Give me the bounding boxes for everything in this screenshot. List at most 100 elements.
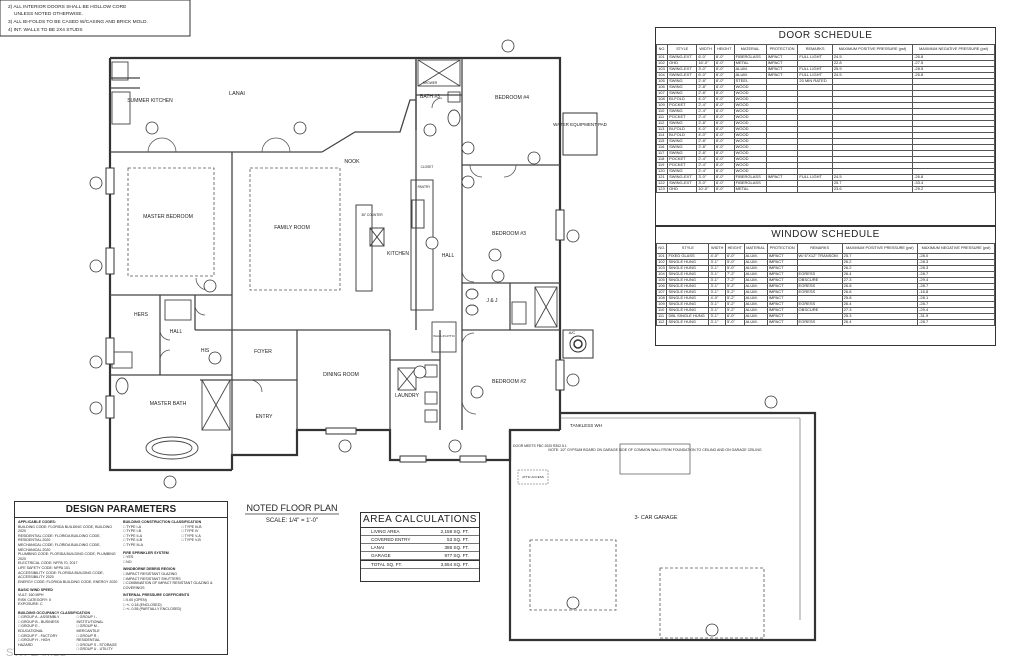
room-label-garage: 3- CAR GARAGE — [634, 515, 677, 521]
parameter-item: □ GROUP A - ASSEMBLY — [18, 615, 60, 620]
room-label-foyer: FOYER — [254, 349, 272, 355]
parameter-item: □ TYPE V-B — [181, 538, 201, 543]
room-label-summer-kitchen: SUMMER KITCHEN — [127, 98, 173, 104]
schedule-header-cell: PROTECTION — [766, 243, 798, 254]
room-label-family-room: FAMILY ROOM — [274, 225, 310, 231]
parameter-item: □ GROUP E - EDUCATIONAL — [18, 624, 44, 634]
wind-heading: BASIC WIND SPEED — [18, 588, 53, 593]
parameter-item: □ 0.00 (OPEN) — [123, 597, 147, 602]
parameter-item: □ +/- 0.55 (PARTIALLY ENCLOSED) — [123, 607, 182, 612]
room-label-hall: HALL — [442, 253, 455, 259]
room-label-bedroom-2: BEDROOM #2 — [492, 379, 526, 385]
schedule-header-cell: MAXIMUM NEGATIVE PRESSURE (psf) — [917, 243, 995, 254]
room-label-hers: HERS — [134, 312, 149, 318]
parameter-item: □ GROUP B - BUSINESS — [18, 619, 60, 624]
parameter-item: □ GROUP U - UTILITY — [76, 647, 113, 652]
schedule-cell: 3'-1" — [708, 319, 726, 326]
schedule-header-cell: REMARKS — [796, 243, 843, 254]
room-label-master-bedroom: MASTER BEDROOM — [143, 214, 193, 220]
garage-details: NOTE: 1/2" GYPSUM BOARD ON GARAGE SIDE O… — [433, 334, 801, 620]
area-label: LIVING AREA — [371, 529, 400, 534]
schedule-cell: IMPACT — [766, 319, 798, 326]
interior-walls — [110, 58, 560, 455]
parameter-item: ENERGY CODE: FLORIDA BUILDING CODE, ENER… — [18, 579, 118, 584]
parameter-item: RISK CATEGORY: II — [18, 597, 52, 602]
parameter-item: PLUMBING CODE: FLORIDA BUILDING CODE, PL… — [18, 552, 116, 561]
schedule-cell: OHD — [667, 186, 698, 193]
parameter-item: □ GROUP R - RESIDENTIAL — [76, 633, 101, 643]
area-value: 977 SQ. FT. — [444, 553, 469, 558]
schedule-header-cell: REMARKS — [797, 44, 833, 55]
schedule-cell — [797, 186, 833, 193]
general-note-line: 2) ALL INTERIOR DOORS SHALL BE HOLLOW CO… — [8, 4, 126, 10]
schedule-header-cell: PROTECTION — [765, 44, 799, 55]
schedule-cell: 10'-0" — [696, 186, 715, 193]
room-label-master-bath: MASTER BATH — [150, 401, 187, 407]
area-label: TOTAL SQ. FT. — [371, 562, 403, 567]
water-equipment-label: WATER EQUIPMENT PAD — [553, 122, 608, 127]
schedule-header-cell: STYLE — [666, 243, 710, 254]
design-parameters-left-column: APPLICABLE CODES: BUILDING CODE: FLORIDA… — [18, 520, 119, 652]
room-labels: LANAI SUMMER KITCHEN MASTER BEDROOM FAMI… — [127, 81, 678, 521]
room-label-bath-3: BATH #3 — [420, 94, 440, 100]
label-closet: CLOSET — [421, 165, 434, 169]
label-shower: SHOWER — [423, 81, 438, 85]
parameter-item: □ TYPE III-B — [181, 524, 202, 529]
schedule-header-cell: HEIGHT — [724, 243, 745, 254]
plan-scale: SCALE: 1/4" = 1'-0" — [266, 518, 318, 524]
schedule-cell: 8'-0" — [713, 186, 735, 193]
schedule-cell: -28.7 — [917, 319, 995, 326]
door-schedule-title: DOOR SCHEDULE — [778, 30, 873, 41]
schedule-cell — [765, 186, 799, 193]
parameter-item: ACCESSIBILITY CODE: FLORIDA BUILDING COD… — [18, 570, 104, 580]
schedule-header-cell: NO. — [655, 44, 669, 55]
schedule-header-cell: MAXIMUM NEGATIVE PRESSURE (psf) — [912, 44, 995, 55]
pressure-heading: INTERNAL PRESSURE COEFFICIENTS — [123, 593, 190, 598]
schedule-cell: 112 — [655, 319, 668, 326]
walk-in-attic-label: WALK-IN ATTIC — [433, 334, 455, 338]
general-note-line: 3) ALL BI-FOLDS TO BE CASED W/CASING AND… — [8, 19, 148, 25]
schedule-header-cell: WIDTH — [696, 44, 715, 55]
area-value: 2,158 SQ. FT. — [440, 529, 469, 534]
plan-title: NOTED FLOOR PLAN — [246, 503, 337, 513]
room-label-kitchen: KITCHEN — [387, 251, 409, 257]
parameter-item: □ GROUP I - INSTITUTIONAL — [76, 615, 104, 624]
area-value: 3,554 SQ. FT. — [440, 562, 469, 567]
parameter-item: □ IMPACT RESISTANT SHUTTERS — [123, 576, 181, 581]
construction-list: □ TYPE I-A□ TYPE I-B□ TYPE II-A□ TYPE II… — [123, 525, 224, 548]
schedule-cell: 23.6 — [831, 186, 914, 193]
parameter-item: □ NO — [123, 559, 132, 564]
design-parameters-right-column: BUILDING CONSTRUCTION CLASSIFICATION □ T… — [123, 520, 224, 652]
schedule-cell: ALUM. — [743, 319, 768, 326]
parameter-item: □ TYPE II-A — [123, 533, 143, 538]
schedule-header-cell: MAXIMUM POSITIVE PRESSURE (psf) — [831, 44, 914, 55]
schedule-cell: SINGLE HUNG — [666, 319, 710, 326]
parameter-item: □ GROUP H - HIGH HAZARD — [18, 638, 51, 647]
pressure-list: □ 0.00 (OPEN)□ +/- 0.18 (ENCLOSED)□ +/- … — [123, 598, 224, 612]
schedule-header-cell: MATERIAL — [733, 44, 767, 55]
schedule-cell: 123 — [655, 186, 669, 193]
area-value: 53 SQ. FT. — [447, 537, 469, 542]
kitchen-fixtures — [355, 179, 434, 311]
codes-heading: APPLICABLE CODES: — [18, 520, 56, 524]
parameter-item: □ GROUP F - FACTORY — [18, 633, 58, 638]
parameter-item: □ IMPACT RESISTANT GLAZING — [123, 571, 178, 576]
room-label-j-and-j: J & J — [486, 298, 498, 304]
parameter-item: EXPOSURE: C — [18, 602, 43, 607]
parameter-item: MECHANICAL CODE: FLORIDA BUILDING CODE, … — [18, 542, 101, 552]
ac-unit — [562, 329, 594, 359]
